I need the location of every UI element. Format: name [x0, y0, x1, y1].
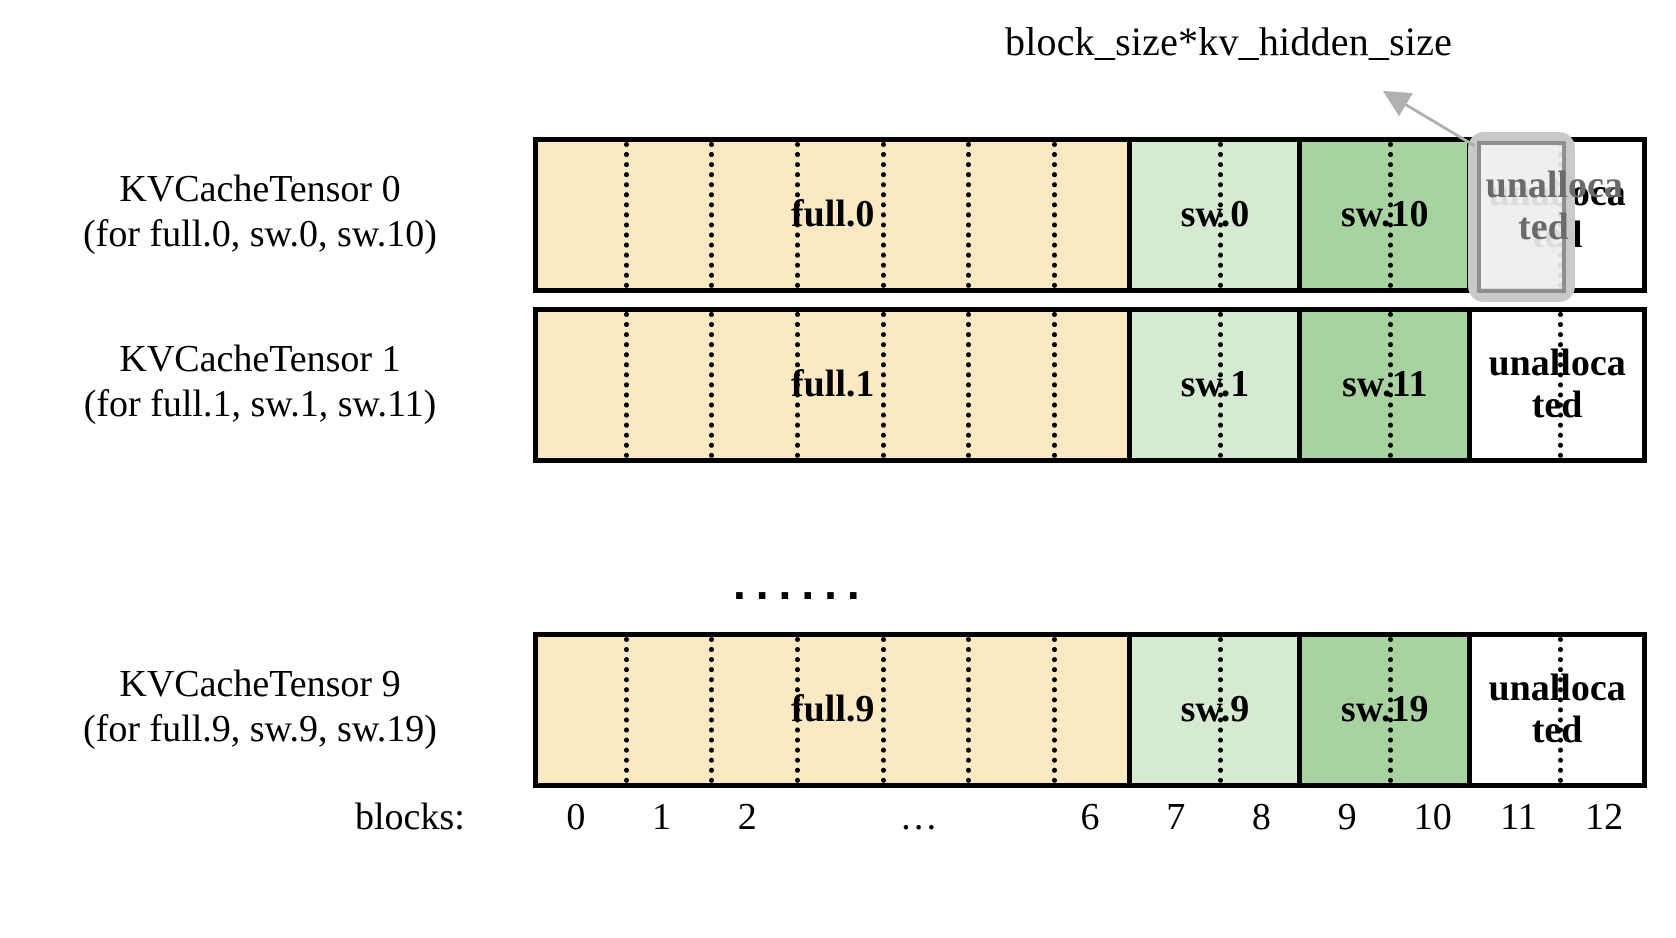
tensor-row-label: KVCacheTensor 0(for full.0, sw.0, sw.10) — [10, 167, 510, 257]
blocks-axis-tick: 11 — [1500, 796, 1537, 838]
blocks-axis-tick: 9 — [1337, 796, 1357, 838]
block-divider — [623, 312, 629, 458]
block-divider — [880, 637, 886, 783]
segment-label: sw.10 — [1340, 193, 1429, 236]
block-divider — [709, 637, 715, 783]
rows-ellipsis: ...... — [733, 557, 870, 609]
blocks-axis-caption: blocks: — [355, 796, 465, 838]
block-divider — [1388, 142, 1393, 288]
tensor-title: KVCacheTensor 9 — [119, 663, 401, 705]
segment-label: sw.11 — [1341, 363, 1428, 406]
segment-label-line2: ted — [1531, 709, 1583, 751]
tensor-row-label: KVCacheTensor 9(for full.9, sw.9, sw.19) — [10, 662, 510, 752]
block-divider — [966, 142, 972, 288]
segment-label: sw.1 — [1180, 363, 1250, 406]
segment-label-line1: unalloca — [1488, 342, 1626, 385]
blocks-axis-tick: 8 — [1251, 796, 1271, 838]
segment-label: sw.9 — [1180, 688, 1250, 731]
segment-label: full.0 — [791, 193, 875, 236]
tensor-segment-full[interactable]: full.1 — [538, 312, 1133, 458]
blocks-axis-tick: 12 — [1585, 796, 1624, 838]
block-divider — [1388, 637, 1393, 783]
annotation-label: block_size*kv_hidden_size — [1005, 19, 1453, 64]
blocks-axis-tick: 6 — [1080, 796, 1100, 838]
segment-label: full.1 — [791, 363, 875, 406]
block-divider — [1052, 142, 1058, 288]
block-divider — [623, 637, 629, 783]
block-divider — [1557, 637, 1563, 783]
tensor-segment-swa[interactable]: sw.0 — [1132, 142, 1303, 288]
segment-label-line1: unalloca — [1488, 667, 1626, 710]
block-divider — [966, 637, 972, 783]
block-divider — [1557, 312, 1563, 458]
tensor-segment-swb[interactable]: sw.10 — [1302, 142, 1473, 288]
block-divider — [709, 142, 715, 288]
block-divider — [880, 142, 886, 288]
block-divider — [795, 637, 801, 783]
tensor-segment-swa[interactable]: sw.1 — [1132, 312, 1303, 458]
blocks-axis-tick: … — [899, 796, 938, 838]
blocks-axis-tick: 1 — [652, 796, 672, 838]
block-divider — [623, 142, 629, 288]
tensor-segment-full[interactable]: full.0 — [538, 142, 1133, 288]
block-divider — [1218, 312, 1224, 458]
highlighted-block-11[interactable] — [1467, 132, 1576, 302]
blocks-axis-tick: 0 — [566, 796, 586, 838]
tensor-segment-swa[interactable]: sw.9 — [1132, 637, 1303, 783]
annotation-arrow — [1382, 90, 1476, 148]
segment-label: full.9 — [791, 688, 875, 731]
blocks-axis-tick: 2 — [737, 796, 757, 838]
block-divider — [709, 312, 715, 458]
segment-label: sw.19 — [1340, 688, 1429, 731]
block-divider — [1218, 142, 1224, 288]
block-divider — [966, 312, 972, 458]
segment-label: sw.0 — [1180, 193, 1250, 236]
tensor-subtitle: (for full.0, sw.0, sw.10) — [83, 212, 437, 255]
block-divider — [1218, 637, 1224, 783]
block-divider — [1052, 637, 1058, 783]
tensor-segment-swb[interactable]: sw.11 — [1302, 312, 1473, 458]
blocks-axis-tick: 7 — [1166, 796, 1186, 838]
blocks-axis-tick: 10 — [1413, 796, 1452, 838]
tensor-segment-full[interactable]: full.9 — [538, 637, 1133, 783]
tensor-segment-swb[interactable]: sw.19 — [1302, 637, 1473, 783]
segment-label-line2: ted — [1531, 384, 1583, 426]
tensor-title: KVCacheTensor 1 — [119, 338, 401, 380]
block-divider — [880, 312, 886, 458]
tensor-subtitle: (for full.1, sw.1, sw.11) — [83, 382, 437, 425]
block-divider — [795, 142, 801, 288]
tensor-title: KVCacheTensor 0 — [119, 168, 401, 210]
block-divider — [1388, 312, 1393, 458]
block-divider — [1052, 312, 1058, 458]
block-divider — [795, 312, 801, 458]
tensor-row-label: KVCacheTensor 1(for full.1, sw.1, sw.11) — [10, 337, 510, 427]
tensor-subtitle: (for full.9, sw.9, sw.19) — [83, 707, 437, 750]
